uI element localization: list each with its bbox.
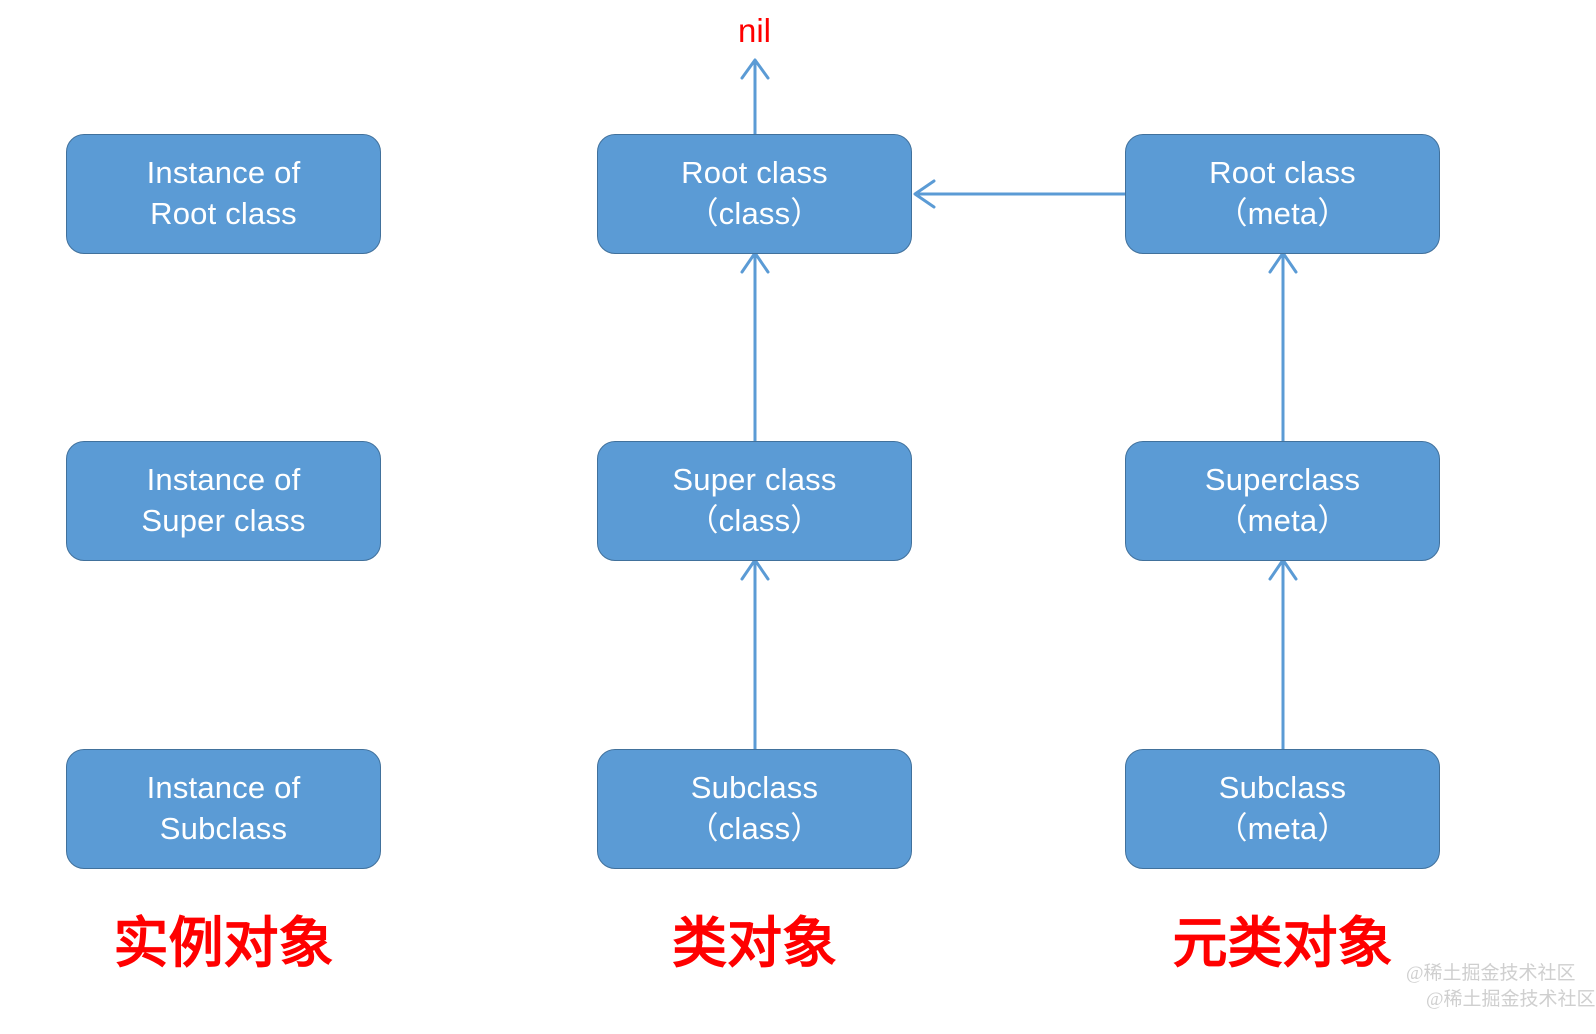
node-line-2: （meta） — [1216, 811, 1349, 846]
node-line-2: （class） — [687, 503, 822, 538]
node-root-class-meta[interactable]: Root class （meta） — [1125, 134, 1440, 254]
arrow-class-super-to-class-root — [740, 251, 770, 443]
node-instance-of-root-class[interactable]: Instance of Root class — [66, 134, 381, 254]
node-line-1: Root class — [1209, 155, 1356, 191]
node-line-1: Subclass — [1218, 770, 1347, 806]
node-line-2: （class） — [687, 811, 822, 846]
node-line-2: （meta） — [1216, 503, 1349, 538]
nil-label: nil — [738, 12, 772, 49]
arrow-meta-super-to-meta-root — [1268, 251, 1298, 443]
node-instance-of-subclass[interactable]: Instance of Subclass — [66, 749, 381, 869]
arrow-meta-root-to-class-root — [913, 179, 1125, 209]
node-instance-of-super-class[interactable]: Instance of Super class — [66, 441, 381, 561]
watermark-line-2: @稀土掘金技术社区 — [1426, 988, 1596, 1010]
node-line-2: Super class — [141, 503, 306, 538]
node-line-2: Root class — [150, 196, 297, 231]
arrow-meta-sub-to-meta-super — [1268, 558, 1298, 751]
node-line-2: （meta） — [1216, 196, 1349, 231]
column-label-class-objects: 类对象 — [671, 913, 837, 974]
watermark: @稀土掘金技术社区 @稀土掘金技术社区 — [1406, 961, 1596, 1012]
node-line-1: Instance of — [146, 770, 301, 806]
node-subclass-meta[interactable]: Subclass （meta） — [1125, 749, 1440, 869]
column-label-instance-objects: 实例对象 — [113, 913, 334, 974]
node-superclass-meta[interactable]: Superclass （meta） — [1125, 441, 1440, 561]
node-line-1: Superclass — [1204, 462, 1361, 498]
node-line-1: Subclass — [690, 770, 819, 806]
node-root-class-class[interactable]: Root class （class） — [597, 134, 912, 254]
node-line-1: Root class — [681, 155, 828, 191]
arrow-class-root-to-nil — [740, 58, 770, 137]
column-label-metaclass-objects: 元类对象 — [1172, 913, 1393, 974]
node-line-2: （class） — [687, 196, 822, 231]
node-subclass-class[interactable]: Subclass （class） — [597, 749, 912, 869]
arrow-class-sub-to-class-super — [740, 558, 770, 751]
watermark-line-1: @稀土掘金技术社区 — [1406, 963, 1576, 984]
node-line-2: Subclass — [159, 811, 288, 846]
node-super-class-class[interactable]: Super class （class） — [597, 441, 912, 561]
node-line-1: Instance of — [146, 155, 301, 191]
node-line-1: Super class — [672, 462, 837, 498]
node-line-1: Instance of — [146, 462, 301, 498]
